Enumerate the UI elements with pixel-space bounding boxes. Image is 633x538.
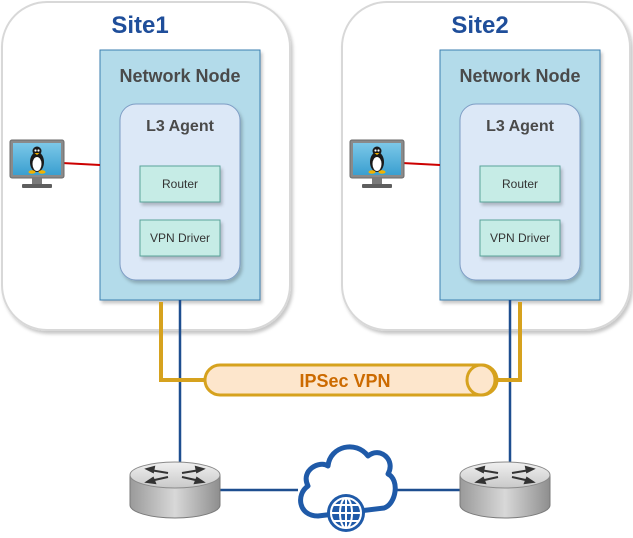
- site-1: Site1 Network Node L3 Agent Router VPN D…: [1, 1, 291, 331]
- site-2-host-link: [401, 162, 441, 166]
- site-1-title: Site1: [111, 12, 168, 39]
- site-2-vpn-driver-component: VPN Driver: [479, 219, 561, 257]
- site-2-tunnel-path: [494, 302, 522, 382]
- site-2-network-node-title: Network Node: [459, 66, 580, 86]
- site-2-router-label: Router: [502, 177, 538, 191]
- site-1-vpn-driver-component: VPN Driver: [139, 219, 221, 257]
- site-1-router-label: Router: [162, 177, 198, 191]
- internet-cloud-icon: [298, 444, 398, 532]
- site-2: Site2 Network Node L3 Agent Router VPN D…: [341, 1, 631, 331]
- site-2-router-component: Router: [479, 165, 561, 203]
- site-2-title: Site2: [451, 12, 508, 39]
- site-1-l3-agent-title: L3 Agent: [146, 118, 215, 135]
- site-1-vpn-driver-label: VPN Driver: [150, 231, 210, 245]
- ipsec-vpn-tunnel: IPSec VPN: [203, 363, 499, 397]
- site-1-tunnel-path: [159, 302, 208, 382]
- site-1-network-node-title: Network Node: [119, 66, 240, 86]
- router-icon: [129, 461, 221, 519]
- site-2-network-node: Network Node L3 Agent Router VPN Driver: [439, 49, 601, 301]
- linux-workstation-icon: [349, 139, 405, 188]
- linux-workstation-icon: [9, 139, 65, 188]
- site-2-vpn-driver-label: VPN Driver: [490, 231, 550, 245]
- site-1-router-component: Router: [139, 165, 221, 203]
- site-2-l3-agent-title: L3 Agent: [486, 118, 555, 135]
- site-2-l3-agent: L3 Agent Router VPN Driver: [459, 103, 581, 281]
- ipsec-vpn-label: IPSec VPN: [299, 371, 390, 391]
- site-1-network-node: Network Node L3 Agent Router VPN Driver: [99, 49, 261, 301]
- site-1-host-link: [61, 162, 101, 166]
- site-1-l3-agent: L3 Agent Router VPN Driver: [119, 103, 241, 281]
- router-icon: [459, 461, 551, 519]
